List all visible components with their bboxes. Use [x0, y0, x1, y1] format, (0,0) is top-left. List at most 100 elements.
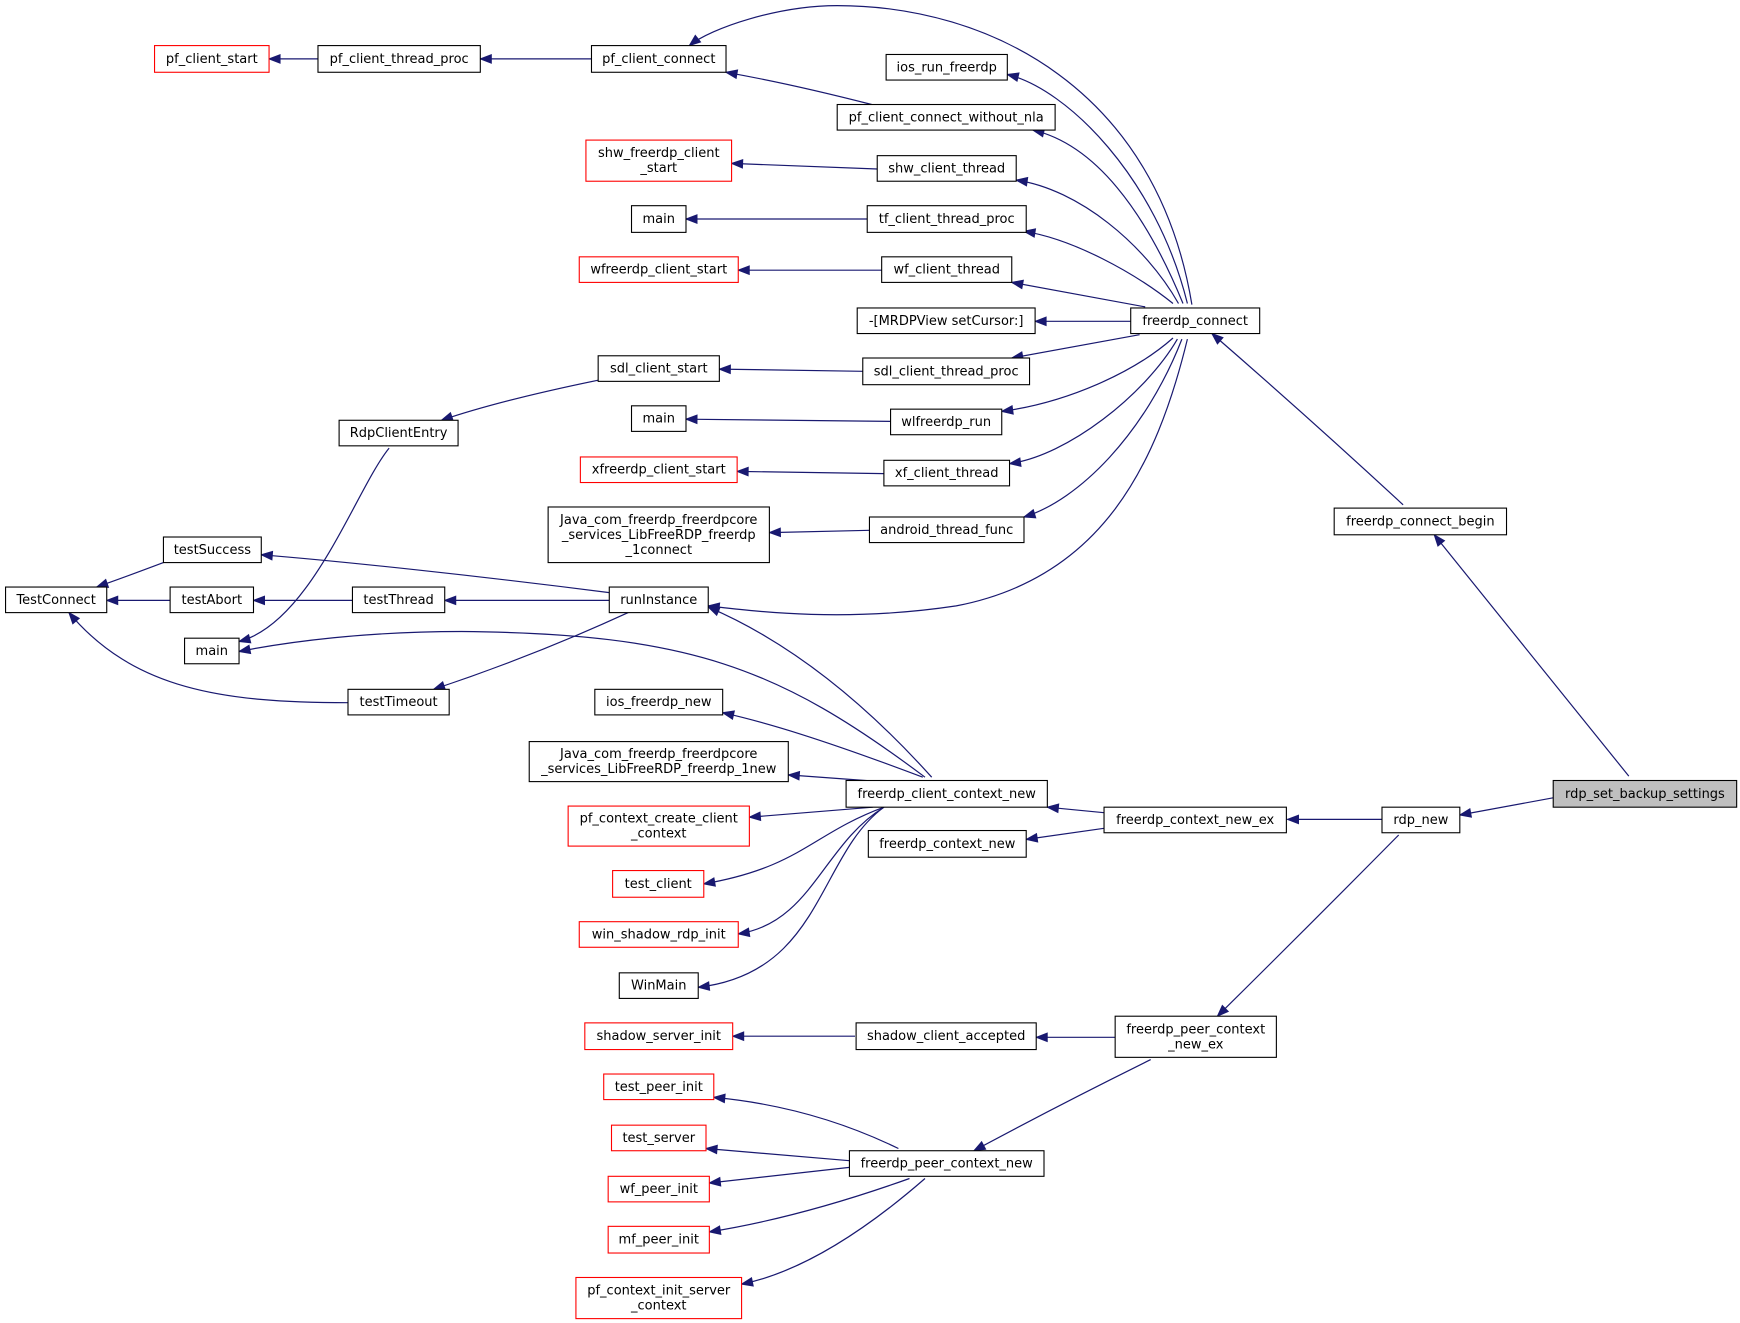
node-freerdp-peer-context-new-ex[interactable]: freerdp_peer_context_new_ex	[1114, 1015, 1277, 1058]
node-shadow-server-init[interactable]: shadow_server_init	[584, 1022, 734, 1051]
edge-line	[1009, 338, 1178, 465]
node-shw-freerdp-client-start[interactable]: shw_freerdp_client_start	[585, 139, 733, 182]
node-shw-client-thread[interactable]: shw_client_thread	[876, 155, 1017, 182]
arrowhead	[95, 578, 110, 588]
node-freerdp-connect[interactable]: freerdp_connect	[1130, 307, 1261, 335]
node-main-tf[interactable]: main	[630, 205, 687, 233]
node-box	[528, 741, 789, 783]
node-label: _context	[630, 1299, 687, 1314]
node-mrdpview-setcursor[interactable]: -[MRDPView setCursor:]	[856, 307, 1036, 335]
arrowhead	[684, 414, 698, 425]
node-test-client[interactable]: test_client	[612, 870, 705, 898]
edge-line	[1016, 179, 1180, 304]
node-box	[567, 805, 750, 847]
edge-testThread-to-testAbort	[252, 595, 353, 606]
node-label: rdp_set_backup_settings	[1565, 787, 1725, 802]
node-box	[547, 506, 770, 564]
node-mf-peer-init[interactable]: mf_peer_init	[607, 1225, 710, 1254]
arrowhead	[105, 595, 119, 606]
edge-rdp-new-to-freerdp-peer-context-new-ex	[1216, 834, 1400, 1018]
node-rdp-new[interactable]: rdp_new	[1381, 806, 1461, 834]
arrowhead	[237, 644, 252, 655]
node-runInstance[interactable]: runInstance	[608, 586, 709, 614]
node-TestConnect[interactable]: TestConnect	[5, 586, 108, 614]
node-box	[855, 1022, 1037, 1051]
node-label: xf_client_thread	[895, 466, 999, 481]
node-freerdp-peer-context-new[interactable]: freerdp_peer_context_new	[848, 1150, 1045, 1177]
arrowhead	[1022, 508, 1037, 519]
node-pf-client-thread-proc[interactable]: pf_client_thread_proc	[317, 45, 481, 73]
node-testAbort[interactable]: testAbort	[169, 586, 255, 614]
node-java-new[interactable]: Java_com_freerdp_freerdpcore_services_Li…	[528, 741, 789, 783]
node-main-wl[interactable]: main	[630, 405, 687, 432]
edge-rdp-new-to-freerdp-context-new-ex	[1286, 814, 1382, 825]
node-pf-client-start[interactable]: pf_client_start	[153, 45, 270, 73]
node-xf-client-thread[interactable]: xf_client_thread	[883, 459, 1011, 487]
node-label: wlfreerdp_run	[901, 415, 991, 430]
edge-line	[1459, 796, 1557, 816]
arrowhead	[252, 595, 265, 606]
node-pf-client-connect-without-nla[interactable]: pf_client_connect_without_nla	[836, 103, 1056, 131]
node-label: Java_com_freerdp_freerdpcore	[559, 747, 757, 762]
node-freerdp-connect-begin[interactable]: freerdp_connect_begin	[1333, 507, 1508, 536]
edge-freerdp-peer-context-new-to-mf-peer-init	[707, 1177, 910, 1235]
node-box	[184, 637, 240, 665]
node-box	[876, 155, 1017, 182]
node-tf-client-thread-proc[interactable]: tf_client_thread_proc	[866, 205, 1027, 233]
node-label: freerdp_context_new_ex	[1116, 813, 1274, 828]
node-main-sdl[interactable]: main	[184, 637, 240, 665]
node-java-connect[interactable]: Java_com_freerdp_freerdpcore_services_Li…	[547, 506, 770, 564]
node-label: wf_client_thread	[893, 263, 1000, 278]
node-box	[603, 1073, 715, 1101]
node-android-thread-func[interactable]: android_thread_func	[868, 516, 1025, 544]
node-freerdp-client-context-new[interactable]: freerdp_client_context_new	[845, 779, 1048, 808]
node-test-peer-init[interactable]: test_peer_init	[603, 1073, 715, 1101]
node-freerdp-context-new[interactable]: freerdp_context_new	[867, 829, 1027, 858]
edge-freerdp-client-context-new-to-ios-freerdp-new	[721, 710, 924, 778]
node-ios-freerdp-new[interactable]: ios_freerdp_new	[594, 688, 724, 716]
node-WinMain[interactable]: WinMain	[618, 972, 699, 999]
node-test-server[interactable]: test_server	[610, 1124, 707, 1152]
node-testThread[interactable]: testThread	[351, 586, 446, 614]
edge-testTimeout-to-TestConnect	[68, 611, 349, 704]
node-wfreerdp-client-start[interactable]: wfreerdp_client_start	[578, 256, 739, 283]
edge-line	[1032, 129, 1184, 304]
node-xfreerdp-client-start[interactable]: xfreerdp_client_start	[579, 456, 738, 484]
arrowhead	[721, 710, 735, 721]
node-win-shadow-rdp-init[interactable]: win_shadow_rdp_init	[578, 921, 739, 948]
edge-freerdp-connect-to-pf-client-connect	[688, 4, 1193, 305]
edge-pf-client-connect-without-nla-to-pf-client-connect	[267, 54, 318, 64]
node-RdpClientEntry[interactable]: RdpClientEntry	[338, 419, 459, 447]
arrowhead	[747, 811, 762, 822]
edge-testAbort-to-TestConnect	[105, 595, 171, 606]
node-label: wf_peer_init	[620, 1182, 698, 1197]
node-wf-client-thread[interactable]: wf_client_thread	[881, 256, 1013, 283]
edge-testSuccess-to-TestConnect	[95, 562, 164, 588]
arrowhead	[707, 1176, 722, 1187]
arrowhead	[1034, 1032, 1048, 1043]
node-box	[1381, 806, 1461, 834]
node-sdl-client-start[interactable]: sdl_client_start	[597, 355, 720, 382]
node-pf-context-create-client-context[interactable]: pf_context_create_client_context	[567, 805, 750, 847]
node-label: pf_client_connect_without_nla	[849, 110, 1044, 125]
edge-runInstance-to-testSuccess	[259, 550, 610, 594]
node-box	[153, 45, 270, 73]
node-wlfreerdp-run[interactable]: wlfreerdp_run	[890, 408, 1003, 436]
node-ios-run-freerdp[interactable]: ios_run_freerdp	[885, 53, 1008, 81]
node-box	[885, 53, 1008, 81]
node-shadow-client-accepted[interactable]: shadow_client_accepted	[855, 1022, 1037, 1051]
node-label: RdpClientEntry	[350, 426, 448, 441]
node-testTimeout[interactable]: testTimeout	[347, 688, 450, 716]
edge-freerdp-connect-to-ios-run-freerdp	[1005, 72, 1188, 304]
node-pf-client-connect[interactable]: pf_client_connect	[590, 45, 727, 73]
node-rdp-set-backup-settings[interactable]: rdp_set_backup_settings	[1552, 779, 1738, 808]
node-box	[351, 586, 446, 614]
node-pf-context-init-server-context[interactable]: pf_context_init_server_context	[575, 1276, 743, 1320]
arrowhead	[786, 770, 801, 781]
arrowhead	[740, 1277, 754, 1287]
node-wf-peer-init[interactable]: wf_peer_init	[607, 1175, 710, 1203]
node-sdl-client-thread-proc[interactable]: sdl_client_thread_proc	[862, 357, 1031, 386]
node-testSuccess[interactable]: testSuccess	[162, 536, 262, 564]
node-box	[579, 456, 738, 484]
node-freerdp-context-new-ex[interactable]: freerdp_context_new_ex	[1103, 806, 1287, 834]
